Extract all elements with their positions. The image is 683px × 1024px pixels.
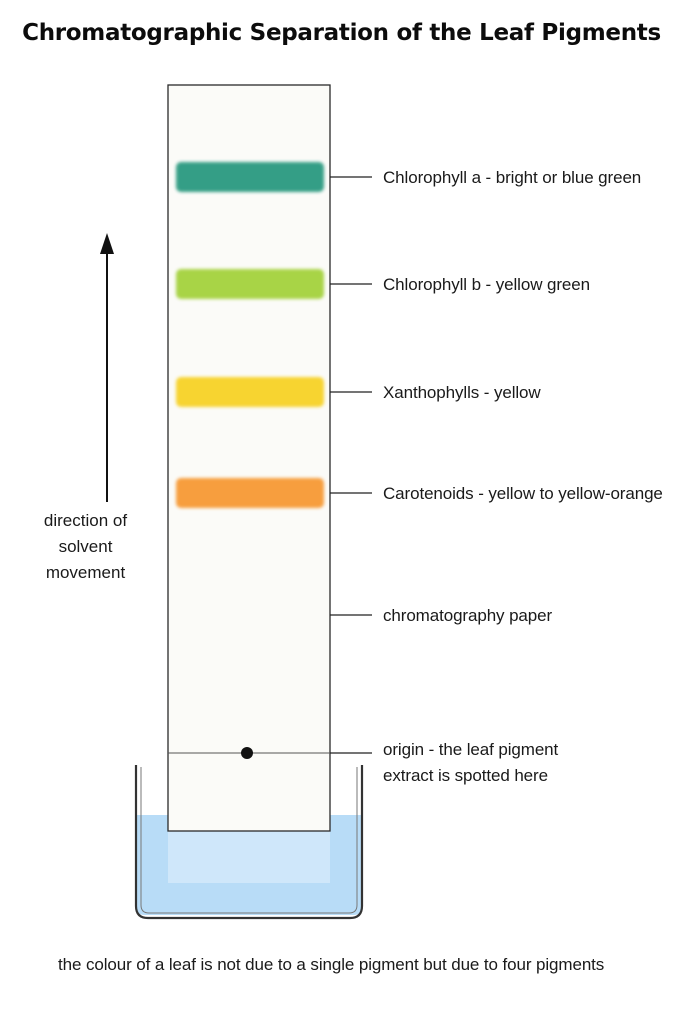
chromatography-paper — [167, 84, 331, 832]
direction-label-line-1: direction of — [43, 511, 128, 530]
pigment-bands — [176, 162, 324, 508]
label-origin-line-2: extract is spotted here — [383, 766, 548, 785]
diagram-title: Chromatographic Separation of the Leaf P… — [22, 20, 661, 46]
pigment-band-chlorophyll-b — [176, 269, 324, 299]
label-chromatography-paper: chromatography paper — [383, 606, 553, 625]
direction-arrow-head — [100, 233, 114, 254]
paper-wet-region — [168, 831, 330, 883]
direction-label-line-2: solvent — [58, 537, 113, 556]
label-carotenoids: Carotenoids - yellow to yellow-orange — [383, 484, 663, 503]
direction-label-line-3: movement — [45, 563, 126, 582]
label-chlorophyll-a: Chlorophyll a - bright or blue green — [383, 168, 642, 187]
label-origin-line-1: origin - the leaf pigment — [383, 740, 559, 759]
origin-spot — [241, 747, 253, 759]
pigment-band-xanthophylls — [176, 377, 324, 407]
footnote: the colour of a leaf is not due to a sin… — [58, 955, 605, 974]
pigment-band-chlorophyll-a — [176, 162, 324, 192]
label-xanthophylls: Xanthophylls - yellow — [383, 383, 541, 402]
direction-label: direction of solvent movement — [18, 508, 153, 586]
beaker-inner-wall — [140, 767, 358, 914]
beaker — [134, 765, 364, 920]
pigment-band-carotenoids — [176, 478, 324, 508]
label-chlorophyll-b: Chlorophyll b - yellow green — [383, 275, 590, 294]
